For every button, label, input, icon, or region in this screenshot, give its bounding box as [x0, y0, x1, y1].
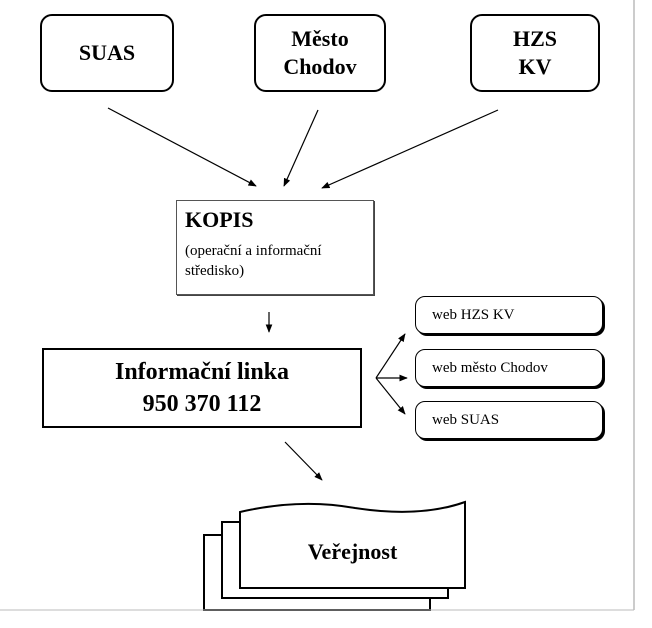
arrow-info-to-web-hzs [375, 333, 406, 379]
arrow-hzs-to-kopis [321, 109, 499, 189]
info-line-title: Informační linka [114, 359, 290, 385]
kopis-title: KOPIS [185, 207, 254, 232]
web-output-label: web HZS KV [432, 307, 515, 323]
web-output-suas: web SUAS [415, 401, 603, 439]
source-box-hzs-kv: HZS KV [470, 14, 600, 92]
kopis-subtitle: (operační a informační středisko) [185, 243, 322, 279]
arrow-info-to-public [284, 441, 323, 481]
source-box-suas: SUAS [40, 14, 174, 92]
source-label-line1: SUAS [78, 40, 136, 65]
web-output-hzs-kv: web HZS KV [415, 296, 603, 334]
source-label-line2: Chodov [283, 54, 357, 79]
public-label: Veřejnost [307, 539, 398, 564]
web-output-label: web město Chodov [432, 360, 548, 376]
document-stack-icon [203, 500, 466, 611]
web-output-label: web SUAS [432, 412, 500, 428]
arrow-mesto-to-kopis [283, 109, 319, 187]
source-label-line2: KV [518, 54, 552, 79]
info-line-box: Informační linka 950 370 112 [42, 348, 362, 428]
source-label-line1: Město [291, 26, 349, 51]
source-label-line1: HZS [512, 26, 558, 51]
web-output-mesto-chodov: web město Chodov [415, 349, 603, 387]
source-box-mesto-chodov: Město Chodov [254, 14, 386, 92]
kopis-box: KOPIS (operační a informační středisko) [176, 200, 374, 295]
info-line-phone: 950 370 112 [142, 391, 262, 417]
document-page-front [239, 500, 466, 589]
arrow-suas-to-kopis [107, 107, 257, 187]
arrow-info-to-web-suas [375, 377, 406, 415]
